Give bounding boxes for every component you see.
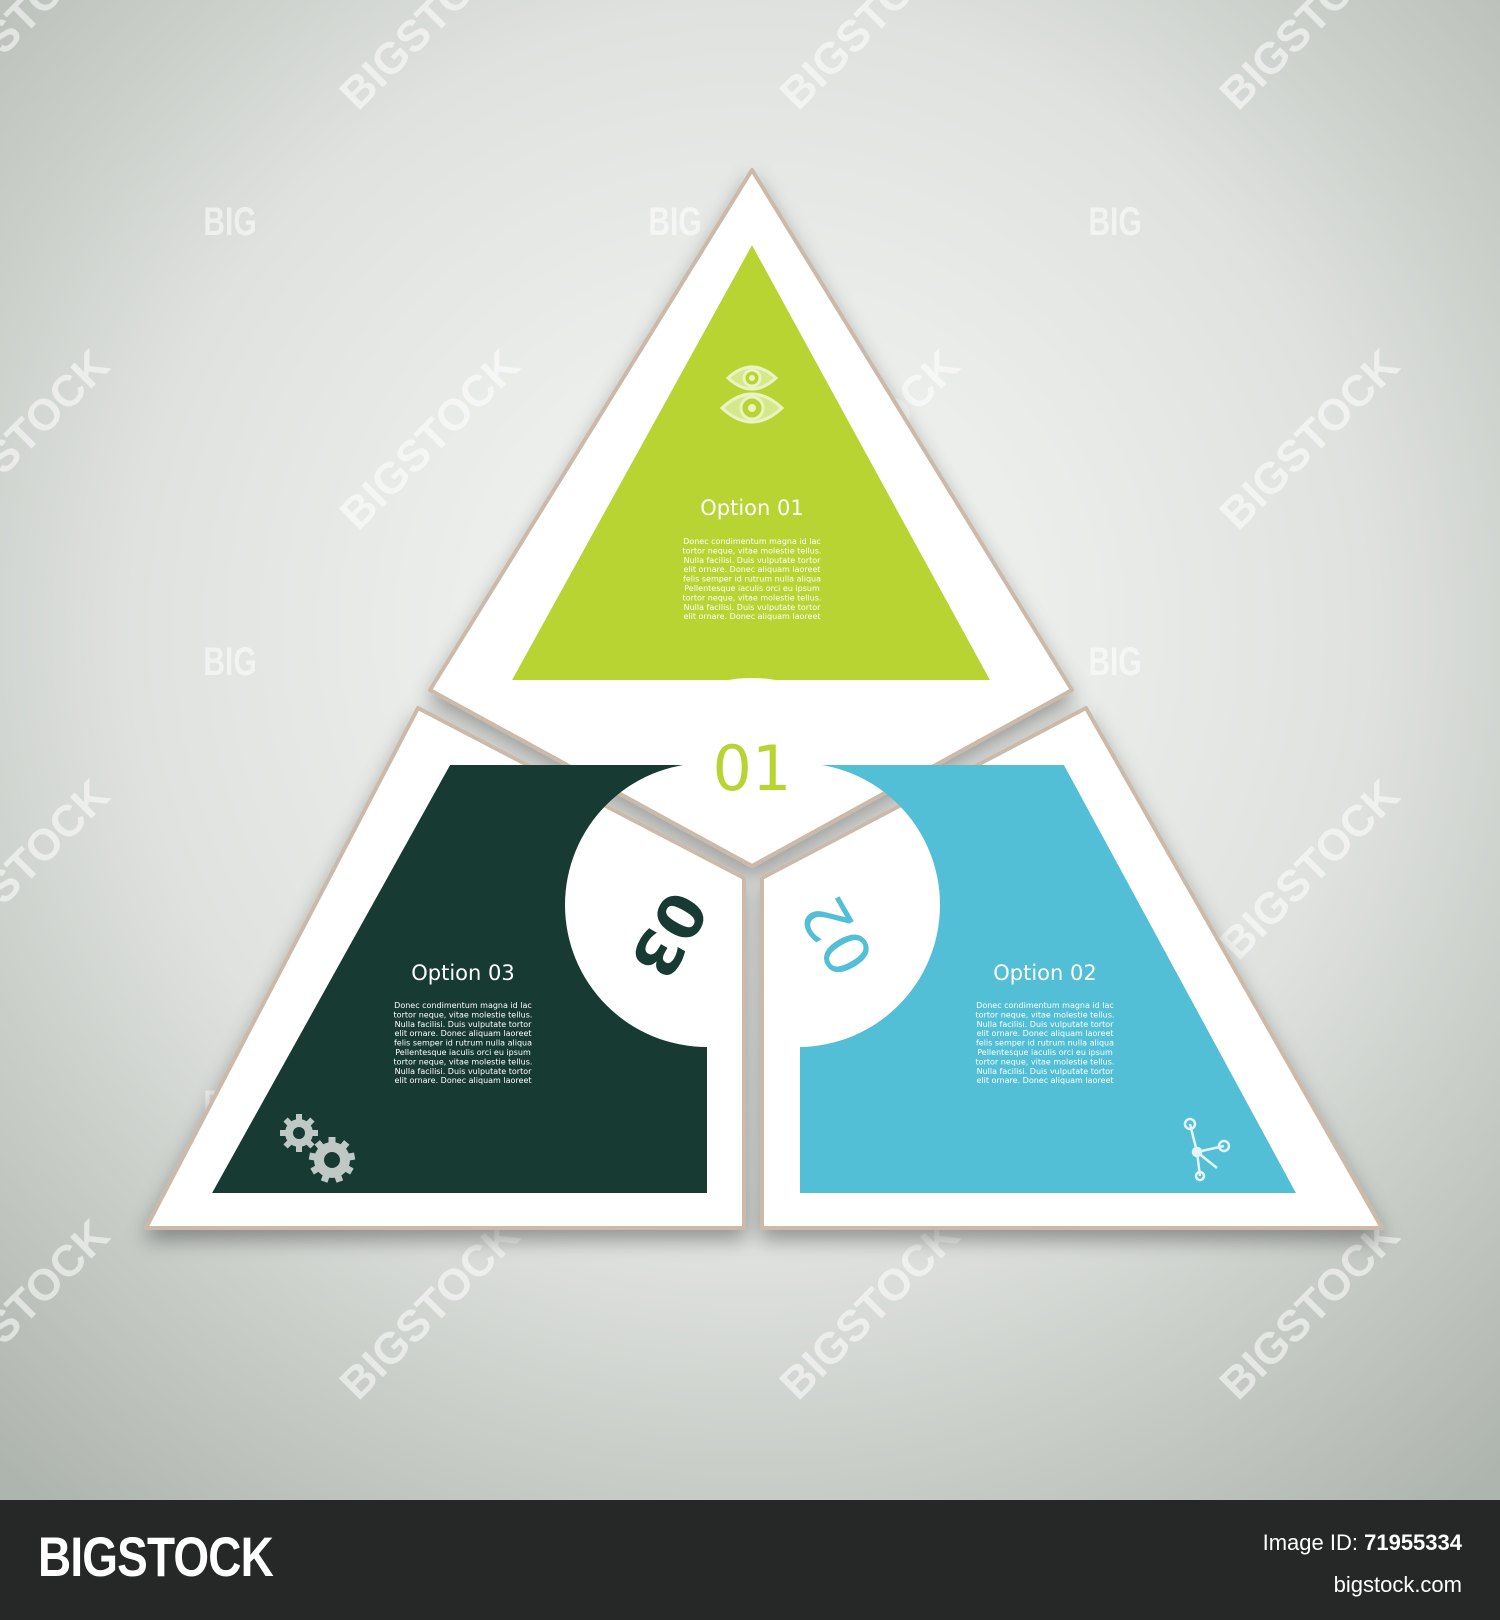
body-line: Pellentesque iaculis orci eu ipsum (977, 1048, 1113, 1057)
body-line: tortor neque, vitae molestie tellus. (394, 1010, 533, 1019)
gear-tooth (310, 1164, 321, 1175)
gear-tooth (333, 1172, 344, 1183)
number-01: 01 (713, 732, 792, 805)
body-line: tortor neque, vitae molestie tellus. (976, 1010, 1115, 1019)
title-option-01: Option 01 (700, 496, 803, 520)
gear-tooth (296, 1114, 302, 1122)
gear-tooth (280, 1130, 288, 1136)
body-line: tortor neque, vitae molestie tellus. (683, 593, 822, 602)
body-line: elit ornare. Donec aliquam laoreet (683, 612, 820, 621)
gear-tooth (346, 1152, 356, 1161)
gear-tooth (308, 1152, 318, 1161)
watermark-text: BIG (203, 640, 256, 684)
gear-tooth (320, 1172, 331, 1183)
site-url: bigstock.com (1333, 1572, 1462, 1597)
gear-tooth (314, 1140, 326, 1151)
watermark-text: BIG (1088, 200, 1141, 244)
gear-tooth (338, 1140, 350, 1151)
gear-tooth (328, 1137, 336, 1145)
gear-tooth (343, 1164, 354, 1175)
body-line: felis semper id rutrum nulla aliqua (976, 1039, 1114, 1048)
body-line: Pellentesque iaculis orci eu ipsum (395, 1048, 531, 1057)
segment-option-02 (800, 765, 1296, 1193)
body-line: tortor neque, vitae molestie tellus. (394, 1057, 533, 1066)
body-line: elit ornare. Donec aliquam laoreet (394, 1029, 531, 1038)
body-line: elit ornare. Donec aliquam laoreet (394, 1076, 531, 1085)
body-line: tortor neque, vitae molestie tellus. (976, 1057, 1115, 1066)
image-id: Image ID: 71955334 (1263, 1530, 1462, 1556)
triangle-diagram: BIGBIGBIGBIGBIGBIGBIGBIGBIGBIGSTOCKBIGST… (0, 0, 1500, 1500)
title-option-02: Option 02 (993, 961, 1096, 985)
body-line: Nulla facilisi. Duis vulputate tortor (684, 556, 822, 565)
body-line: elit ornare. Donec aliquam laoreet (976, 1076, 1113, 1085)
gear-tooth (310, 1130, 318, 1136)
body-line: Nulla facilisi. Duis vulputate tortor (977, 1067, 1115, 1076)
body-line: Donec condimentum magna id lac (683, 537, 821, 546)
image-id-label: Image ID: (1262, 1530, 1358, 1555)
segment-fill-03 (212, 765, 707, 1193)
segment-option-03 (212, 765, 707, 1193)
segment-fill-01 (512, 245, 990, 680)
body-line: elit ornare. Donec aliquam laoreet (976, 1029, 1113, 1038)
gear-tooth (304, 1138, 315, 1149)
eyes-icon (719, 365, 785, 424)
body-line: tortor neque, vitae molestie tellus. (683, 546, 822, 555)
body-line: felis semper id rutrum nulla aliqua (683, 575, 821, 584)
gear-tooth (283, 1117, 294, 1128)
title-option-03: Option 03 (411, 961, 514, 985)
body-line: Nulla facilisi. Duis vulputate tortor (684, 603, 822, 612)
body-line: Nulla facilisi. Duis vulputate tortor (977, 1020, 1115, 1029)
watermark-text: BIG (648, 200, 701, 244)
gears-icon (280, 1114, 356, 1183)
segment-fill-02 (800, 765, 1296, 1193)
body-line: Donec condimentum magna id lac (394, 1001, 532, 1010)
body-line: Nulla facilisi. Duis vulputate tortor (395, 1067, 533, 1076)
gear-tooth (283, 1138, 294, 1149)
brand-logo: BIGSTOCK (38, 1525, 274, 1588)
share-network-icon (1183, 1117, 1231, 1182)
watermark-text: BIG (203, 200, 256, 244)
gear-tooth (304, 1117, 315, 1128)
segment-option-01 (512, 245, 990, 680)
body-line: Donec condimentum magna id lac (976, 1001, 1114, 1010)
body-line: felis semper id rutrum nulla aliqua (394, 1039, 532, 1048)
body-line: Nulla facilisi. Duis vulputate tortor (395, 1020, 533, 1029)
footer-bar: BIGSTOCK Image ID: 71955334 bigstock.com (0, 1500, 1500, 1620)
body-line: elit ornare. Donec aliquam laoreet (683, 565, 820, 574)
body-line: Pellentesque iaculis orci eu ipsum (684, 584, 820, 593)
watermark-text: BIG (1088, 640, 1141, 684)
gear-tooth (296, 1144, 302, 1152)
image-id-value: 71955334 (1364, 1530, 1462, 1555)
